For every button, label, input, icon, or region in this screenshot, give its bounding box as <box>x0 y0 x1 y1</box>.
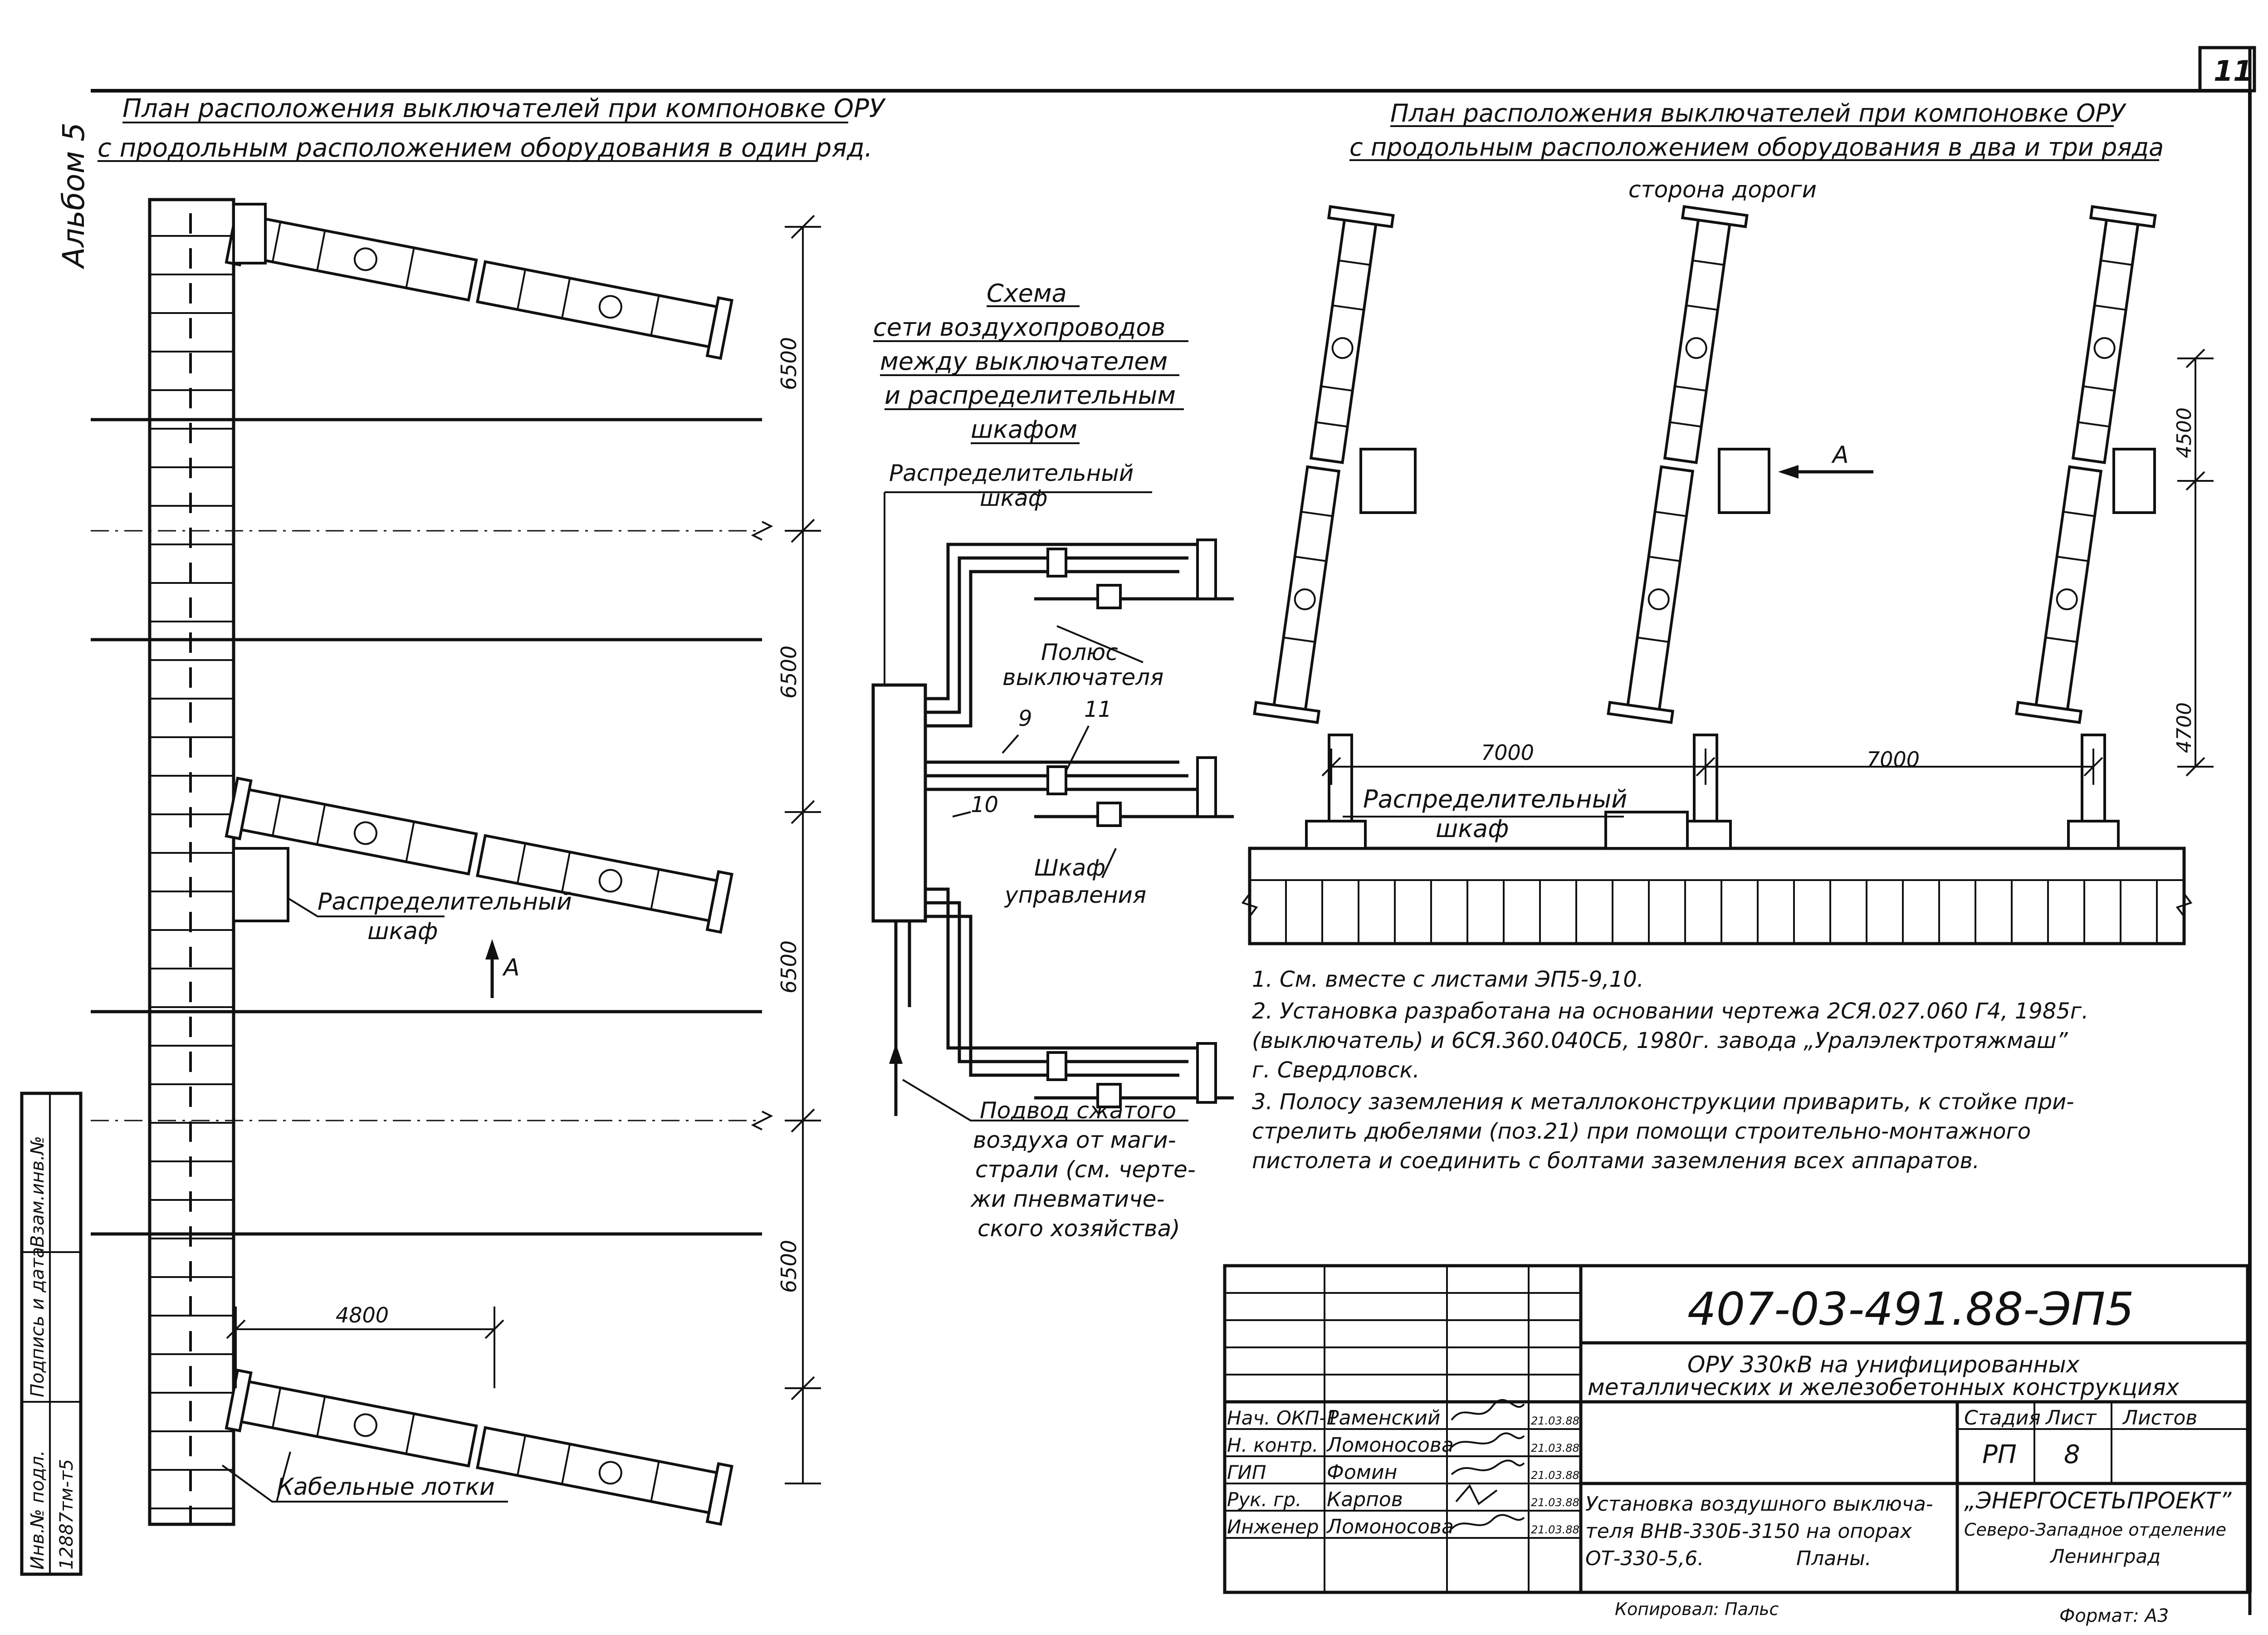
note-line-4: г. Свердловск. <box>1252 1057 1420 1083</box>
scheme-title-4: и распределительным <box>885 381 1176 410</box>
tb-role-3: ГИП <box>1227 1461 1266 1483</box>
left-dim-3: 6500 <box>777 940 801 994</box>
tb-org-1: „ЭНЕРГОСЕТЬПРОЕКТ” <box>1964 1488 2232 1514</box>
note-line-6: стрелить дюбелями (поз.21) при помощи ст… <box>1252 1119 2031 1144</box>
signatures <box>1451 1399 1525 1530</box>
tb-date-4: 21.03.88 <box>1531 1496 1579 1509</box>
scheme-supply-2: воздуха от маги- <box>973 1127 1176 1153</box>
tb-role-1: Нач. ОКП-1 <box>1227 1407 1338 1429</box>
tb-date-2: 21.03.88 <box>1531 1442 1579 1454</box>
tb-desc-3: ОТ-330-5,6. <box>1585 1547 1704 1570</box>
note-line-5: 3. Полосу заземления к металлоконструкци… <box>1252 1089 2074 1115</box>
right-cabinet-1: Распределительный <box>1363 785 1627 813</box>
title-block <box>1223 1264 2249 1594</box>
tb-sheet-hdr: Лист <box>2045 1406 2097 1429</box>
scheme-control-1: Шкаф <box>1034 855 1105 881</box>
tb-desc-2: теля ВНВ-330Б-3150 на опорах <box>1585 1520 1912 1543</box>
right-plan-title-1: План расположения выключателей при компо… <box>1390 99 2126 127</box>
right-cabinet-2: шкаф <box>1436 814 1509 843</box>
left-cabinet-label-1: Распределительный <box>318 888 572 915</box>
left-dim-2: 6500 <box>777 646 801 699</box>
scheme-drawing <box>871 491 1234 1121</box>
tb-name-3: Фомин <box>1327 1461 1397 1484</box>
tb-sheets-hdr: Листов <box>2122 1406 2197 1429</box>
project-name-1: ОРУ 330кВ на унифицированных <box>1687 1351 2080 1378</box>
scheme-supply-3: страли (см. черте- <box>975 1156 1196 1183</box>
stamp-inv-orig: Инв.№ подл. <box>27 1450 48 1570</box>
left-cabinet-label-2: шкаф <box>367 918 438 945</box>
right-arrow-label: А <box>1831 441 1849 469</box>
tb-name-5: Ломоносова <box>1326 1515 1454 1538</box>
scheme-cabinet-2: шкаф <box>980 485 1047 511</box>
tb-org-3: Ленинград <box>2049 1545 2160 1567</box>
note-line-7: пистолета и соединить с болтами заземлен… <box>1252 1148 1980 1174</box>
left-plan-title-1: План расположения выключателей при компо… <box>122 94 886 123</box>
left-plan-title-2: с продольным расположением оборудования … <box>98 133 873 163</box>
right-dim-7000-a: 7000 <box>1481 740 1534 765</box>
scheme-title-1: Схема <box>987 279 1067 308</box>
side-stamp <box>20 1092 83 1576</box>
tb-copied: Копировал: Пальс <box>1615 1599 1779 1619</box>
tb-stage-hdr: Стадия <box>1964 1406 2041 1429</box>
tb-role-2: Н. контр. <box>1227 1434 1318 1456</box>
scheme-pole-2: выключателя <box>1002 664 1163 690</box>
right-plan-drawing <box>1241 205 2214 945</box>
sheet-frame <box>91 46 2256 1615</box>
tb-role-4: Рук. гр. <box>1227 1488 1301 1511</box>
tb-org-2: Северо-Западное отделение <box>1964 1520 2226 1540</box>
tb-desc-1: Установка воздушного выключа- <box>1585 1493 1933 1516</box>
sheet-number: 11 <box>2214 54 2253 88</box>
right-dim-4500: 4500 <box>2173 407 2196 458</box>
tb-name-2: Ломоносова <box>1326 1434 1454 1457</box>
scheme-control-2: управления <box>1004 882 1146 908</box>
scheme-num-10: 10 <box>971 792 998 818</box>
left-plan-drawing <box>91 198 821 1526</box>
left-dim-4800: 4800 <box>336 1303 389 1327</box>
scheme-supply-5: ского хозяйства) <box>978 1215 1180 1242</box>
stamp-sign-date: Подпись и дата <box>27 1247 48 1397</box>
left-arrow-label: А <box>502 954 520 981</box>
right-plan-title-2: с продольным расположением оборудования … <box>1349 133 2164 162</box>
left-dim-4: 6500 <box>777 1240 801 1293</box>
tb-stage: РП <box>1982 1440 2017 1469</box>
note-line-2: 2. Установка разработана на основании че… <box>1252 999 2088 1024</box>
project-name-2: металлических и железобетонных конструкц… <box>1588 1374 2180 1400</box>
road-side-label: сторона дороги <box>1628 176 1817 203</box>
notes: 1. См. вместе с листами ЭП5-9,10. 2. Уст… <box>1252 967 2088 1174</box>
stamp-inv-value: 12887тм-т5 <box>56 1459 77 1570</box>
scheme-title-3: между выключателем <box>880 347 1168 376</box>
right-dim-7000-b: 7000 <box>1867 747 1920 772</box>
scheme-pole-1: Полюс <box>1041 639 1118 666</box>
tb-desc-4: Планы. <box>1796 1547 1872 1570</box>
tb-date-5: 21.03.88 <box>1531 1523 1579 1536</box>
scheme-title-5: шкафом <box>971 415 1077 444</box>
tb-role-5: Инженер <box>1227 1516 1319 1538</box>
album-label: Альбом 5 <box>56 122 91 269</box>
scheme-num-9: 9 <box>1018 706 1032 731</box>
scheme-title-2: сети воздухопроводов <box>873 313 1165 342</box>
scheme-supply-1: Подвод сжатого <box>980 1097 1176 1124</box>
left-dim-1: 6500 <box>777 337 801 390</box>
stamp-inv-repl: Взам.инв.№ <box>27 1136 48 1248</box>
right-dim-4700: 4700 <box>2173 702 2196 753</box>
tb-name-1: Раменский <box>1327 1406 1441 1429</box>
doc-code: 407-03-491.88-ЭП5 <box>1687 1283 2134 1336</box>
tb-name-4: Карпов <box>1327 1488 1403 1511</box>
tb-date-3: 21.03.88 <box>1531 1469 1579 1482</box>
left-trays-label: Кабельные лотки <box>277 1473 495 1501</box>
tb-sheet: 8 <box>2064 1440 2080 1469</box>
scheme-cabinet-1: Распределительный <box>889 460 1134 486</box>
scheme-supply-4: жи пневматиче- <box>970 1186 1164 1212</box>
tb-date-1: 21.03.88 <box>1531 1415 1579 1427</box>
note-line-1: 1. См. вместе с листами ЭП5-9,10. <box>1252 967 1644 992</box>
tb-format: Формат: А3 <box>2059 1606 2169 1626</box>
note-line-3: (выключатель) и 6СЯ.360.040СБ, 1980г. за… <box>1252 1028 2068 1053</box>
scheme-num-11: 11 <box>1084 697 1112 722</box>
